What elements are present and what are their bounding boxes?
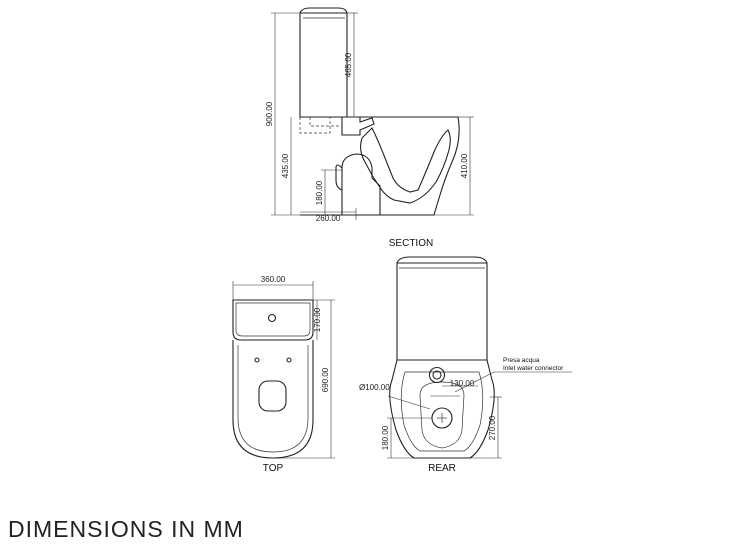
dim-outlet-diameter: Ø100.00 bbox=[359, 383, 390, 392]
dim-width: 360.00 bbox=[261, 275, 286, 284]
dim-total-height: 900.00 bbox=[265, 101, 274, 126]
top-view: 360.00 170.00 690.00 TOP bbox=[232, 275, 335, 474]
dim-bowl-height: 435.00 bbox=[281, 153, 290, 178]
section-view: 900.00 465.00 435.00 410.00 180.00 260.0… bbox=[265, 7, 474, 249]
dim-outlet-setback: 260.00 bbox=[316, 214, 341, 223]
rear-inlet-connector bbox=[428, 366, 446, 384]
rear-cistern-lid bbox=[396, 256, 488, 264]
dim-rim-height: 410.00 bbox=[460, 153, 469, 178]
top-cistern-inner bbox=[235, 302, 311, 337]
section-cistern-lid bbox=[299, 7, 348, 14]
inlet-leader-line bbox=[454, 371, 572, 393]
inlet-note-line2: Inlet water connector bbox=[503, 365, 564, 372]
top-hinge-left bbox=[254, 357, 260, 363]
rear-trap-shape bbox=[419, 381, 465, 449]
dim-inlet-height: 270.00 bbox=[488, 415, 497, 440]
dim-top-depth: 170.00 bbox=[313, 307, 322, 332]
section-cistern-outline bbox=[299, 12, 348, 118]
dim-inlet-offset: 130.00 bbox=[450, 379, 475, 388]
section-trapway bbox=[341, 153, 381, 215]
top-label: TOP bbox=[263, 463, 284, 474]
rear-bowl-inner bbox=[400, 371, 484, 452]
top-bowl-opening bbox=[258, 380, 287, 412]
top-flush-button bbox=[267, 313, 277, 323]
rear-bowl-outline bbox=[389, 359, 495, 459]
rear-label: REAR bbox=[428, 463, 456, 474]
dim-cistern-height: 465.00 bbox=[344, 52, 353, 77]
dim-rear-outlet-height: 180.00 bbox=[381, 425, 390, 450]
top-hinge-right bbox=[286, 357, 292, 363]
section-label: SECTION bbox=[389, 238, 433, 249]
section-bowl-inner bbox=[359, 127, 451, 204]
section-flush-valve bbox=[299, 117, 340, 134]
dim-outlet-height: 180.00 bbox=[315, 180, 324, 205]
rear-view: Ø100.00 130.00 180.00 270.00 Presa acqua… bbox=[359, 256, 572, 474]
dim-length: 690.00 bbox=[321, 367, 330, 392]
top-bowl-inner bbox=[237, 345, 309, 453]
dimensions-footer: DIMENSIONS IN MM bbox=[8, 516, 244, 542]
inlet-note-line1: Presa acqua bbox=[503, 357, 540, 364]
section-bowl-outline bbox=[300, 116, 460, 216]
section-valve-body bbox=[341, 116, 375, 136]
dim-diameter-leader bbox=[387, 395, 431, 410]
section-outlet-horn bbox=[335, 164, 343, 215]
rear-inlet-inner bbox=[432, 370, 442, 380]
rear-cistern-outline bbox=[396, 262, 488, 361]
top-cistern-outline bbox=[232, 299, 314, 341]
top-bowl-outline bbox=[232, 340, 314, 459]
